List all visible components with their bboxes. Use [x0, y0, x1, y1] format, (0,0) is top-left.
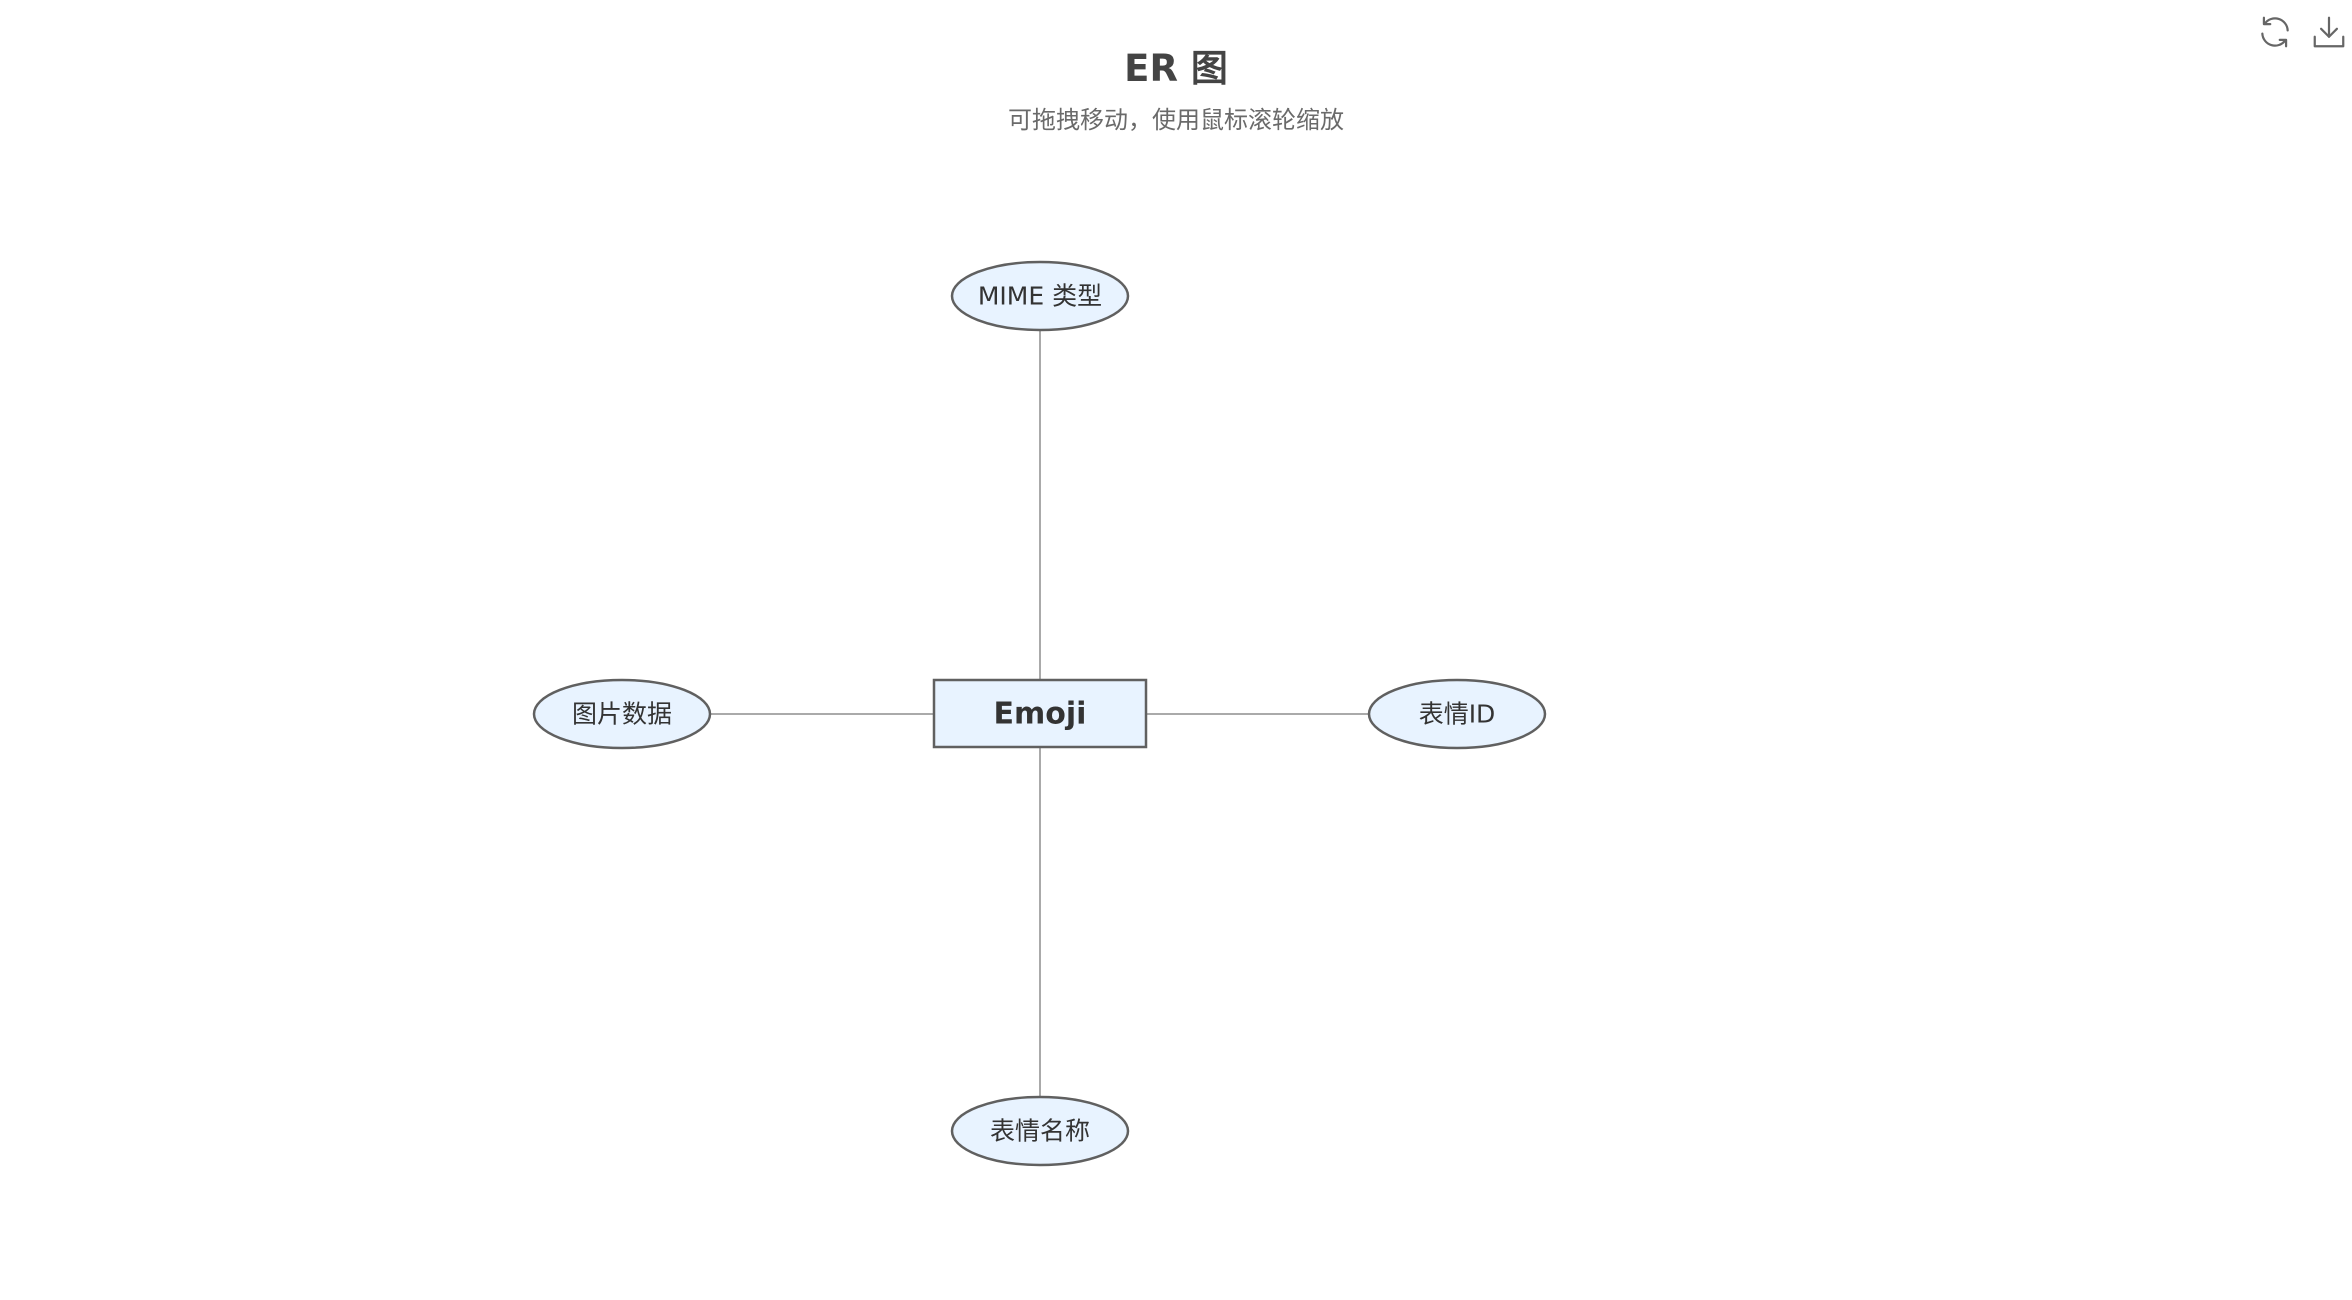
- entity-label-emoji: Emoji: [994, 697, 1087, 732]
- attribute-node-image-data[interactable]: 图片数据: [532, 678, 712, 750]
- download-button[interactable]: [2306, 10, 2352, 54]
- download-icon: [2313, 16, 2345, 48]
- attribute-label-image-data: 图片数据: [572, 700, 672, 729]
- page-subtitle: 可拖拽移动，使用鼠标滚轮缩放: [1008, 106, 1344, 134]
- entity-node-emoji[interactable]: Emoji: [932, 678, 1148, 749]
- attribute-node-emoji-id[interactable]: 表情ID: [1367, 678, 1547, 750]
- refresh-icon: [2261, 16, 2289, 48]
- attribute-node-mime-type[interactable]: MIME 类型: [950, 260, 1130, 332]
- attribute-label-emoji-name: 表情名称: [990, 1117, 1090, 1146]
- page-title: ER 图: [1124, 47, 1228, 90]
- refresh-button[interactable]: [2252, 10, 2298, 54]
- toolbar: [2252, 10, 2352, 54]
- attribute-label-mime-type: MIME 类型: [978, 282, 1102, 311]
- attribute-label-emoji-id: 表情ID: [1419, 700, 1496, 729]
- attribute-node-emoji-name[interactable]: 表情名称: [950, 1095, 1130, 1167]
